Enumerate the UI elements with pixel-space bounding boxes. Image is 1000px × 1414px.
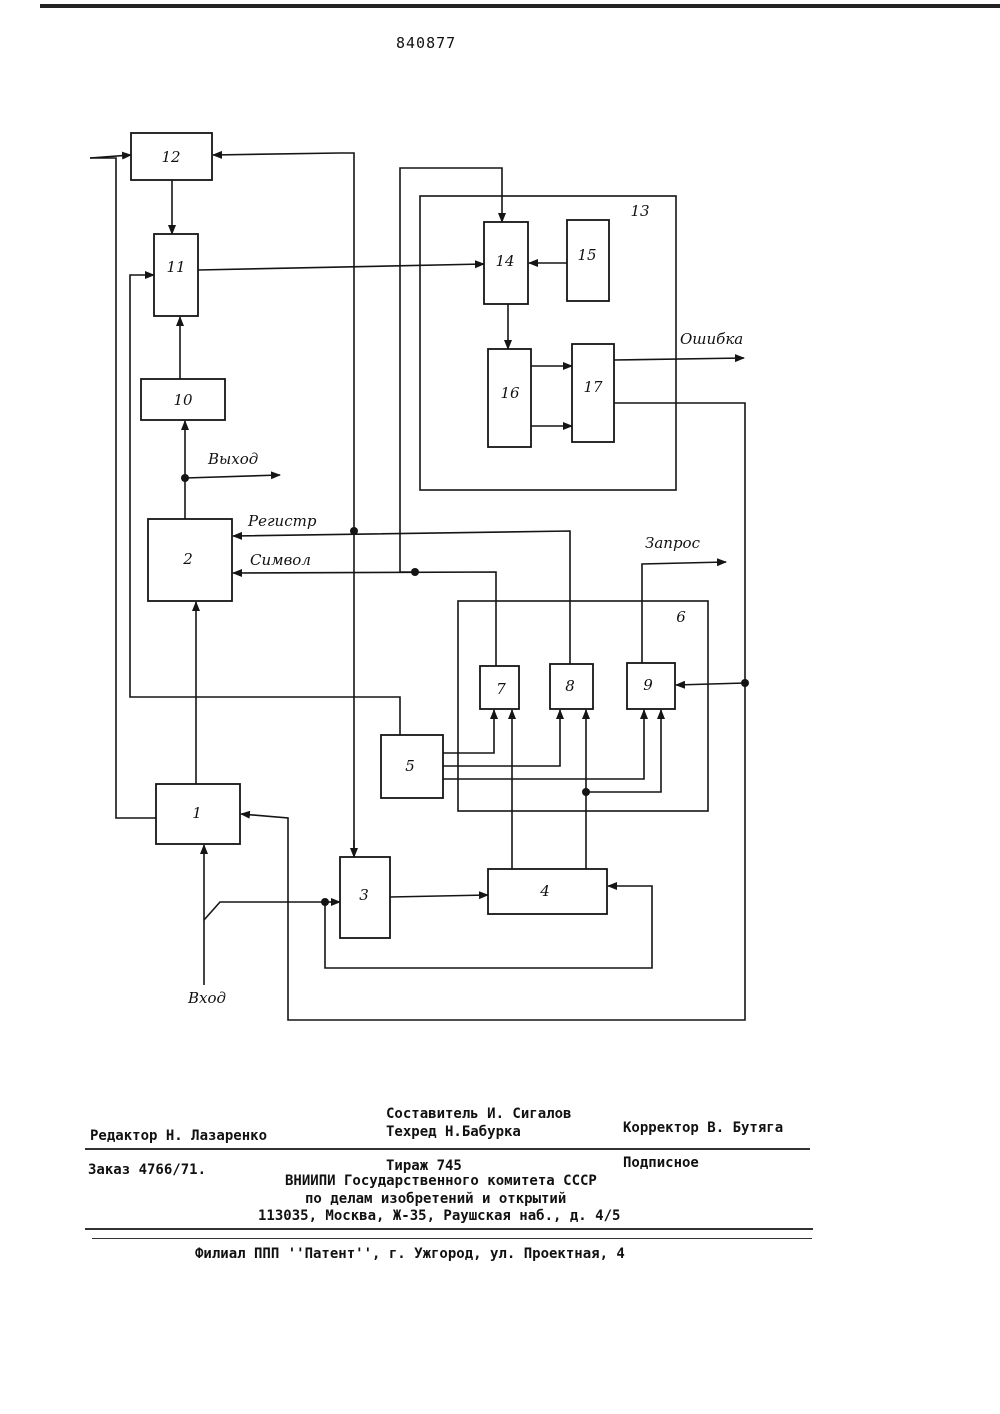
imprint-corrector: Корректор В. Бутяга bbox=[623, 1120, 783, 1136]
block-16-label: 16 bbox=[500, 384, 520, 402]
imprint-circulation: Тираж 745 bbox=[386, 1158, 462, 1174]
wire-3-to-4 bbox=[390, 895, 488, 897]
wire-1-to-12 bbox=[90, 158, 156, 818]
wire-5-to-9 bbox=[443, 710, 644, 779]
symbol-label: Символ bbox=[250, 551, 311, 569]
block-7-label: 7 bbox=[496, 680, 506, 698]
error-label: Ошибка bbox=[680, 330, 743, 348]
wire-output bbox=[185, 475, 280, 478]
wire-bus-to-9 bbox=[676, 683, 745, 685]
wire-error bbox=[614, 358, 744, 360]
unit-13-frame bbox=[420, 196, 676, 490]
imprint-address: 113035, Москва, Ж-35, Раушская наб., д. … bbox=[258, 1208, 620, 1224]
block-6-label: 6 bbox=[676, 608, 686, 626]
block-14-label: 14 bbox=[495, 252, 514, 270]
wire-17-to-bus bbox=[241, 403, 745, 1020]
wire-11-to-14 bbox=[198, 264, 484, 270]
block-4-label: 4 bbox=[539, 882, 550, 900]
wire-5-to-8 bbox=[443, 710, 560, 766]
wire-5-to-11 bbox=[130, 275, 400, 735]
imprint-rule-2 bbox=[85, 1228, 813, 1230]
register-label: Регистр bbox=[247, 512, 317, 530]
block-1-label: 1 bbox=[192, 804, 202, 822]
block-2-label: 2 bbox=[182, 550, 193, 568]
block-8-label: 8 bbox=[565, 677, 575, 695]
imprint-rule-1 bbox=[85, 1148, 810, 1150]
imprint-org-line2: по делам изобретений и открытий bbox=[305, 1191, 566, 1207]
block-5-label: 5 bbox=[405, 757, 415, 775]
block-12-label: 12 bbox=[161, 148, 180, 166]
output-label: Выход bbox=[207, 450, 258, 468]
block-17-label: 17 bbox=[583, 378, 603, 396]
imprint-compiler: Составитель И. Сигалов bbox=[386, 1106, 571, 1122]
imprint-subscription: Подписное bbox=[623, 1155, 699, 1171]
imprint-rule-3 bbox=[92, 1238, 812, 1239]
block-3-label: 3 bbox=[359, 886, 369, 904]
block-13-label: 13 bbox=[630, 202, 649, 220]
imprint-org-line1: ВНИИПИ Государственного комитета СССР bbox=[285, 1173, 597, 1189]
wire-input-branch bbox=[204, 902, 325, 920]
block-diagram: 12 11 10 2 1 3 4 5 6 7 8 9 13 14 15 16 1… bbox=[0, 0, 1000, 1070]
wire-bus-to-12 bbox=[213, 153, 340, 155]
wire-7-to-symbol bbox=[233, 572, 496, 666]
input-label: Вход bbox=[187, 989, 226, 1007]
block-10-label: 10 bbox=[173, 391, 193, 409]
imprint-techred: Техред Н.Бабурка bbox=[386, 1124, 521, 1140]
imprint-order: Заказ 4766/71. bbox=[88, 1162, 206, 1178]
block-15-label: 15 bbox=[577, 246, 596, 264]
block-11-label: 11 bbox=[166, 258, 185, 276]
imprint-branch: Филиал ППП ''Патент'', г. Ужгород, ул. П… bbox=[195, 1246, 625, 1262]
request-label: Запрос bbox=[645, 534, 701, 552]
imprint-editor: Редактор Н. Лазаренко bbox=[90, 1128, 267, 1144]
wire-5-to-7 bbox=[443, 710, 494, 753]
wire-bus-to-3 bbox=[340, 153, 354, 857]
block-9-label: 9 bbox=[643, 676, 653, 694]
wire-symbol-to-14 bbox=[400, 168, 502, 572]
